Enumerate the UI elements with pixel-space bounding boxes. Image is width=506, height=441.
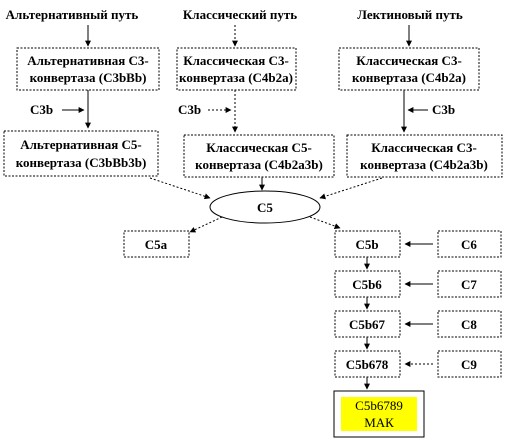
svg-text:конвертаза (С4b2a): конвертаза (С4b2a) [352, 70, 466, 85]
node-c5b678: С5b678 [334, 350, 401, 378]
svg-text:конвертаза (С3bBb): конвертаза (С3bBb) [30, 70, 147, 85]
svg-text:С9: С9 [461, 357, 477, 372]
svg-text:С5b678: С5b678 [346, 357, 389, 372]
node-c5: С5 [209, 190, 321, 224]
svg-text:Классическая С3-: Классическая С3- [371, 140, 477, 155]
node-lectin-c3-convertase: Классическая С3- конвертаза (С4b2a) [338, 47, 480, 91]
svg-text:конвертаза (С4b2a3b): конвертаза (С4b2a3b) [195, 157, 323, 172]
header-lectin-pathway: Лектиновый путь [357, 7, 463, 22]
label-c3b-lectin: С3b [432, 102, 455, 117]
arrow-alt-c5-to-c5 [149, 177, 211, 200]
svg-text:С5а: С5а [145, 237, 168, 252]
svg-text:С5b6: С5b6 [352, 277, 382, 292]
arrow-lec-c5-to-c5 [319, 177, 383, 200]
svg-text:С7: С7 [461, 277, 477, 292]
arrow-c5-to-c5a [189, 216, 223, 233]
node-c5a: С5а [123, 230, 190, 258]
svg-text:С5b6789: С5b6789 [355, 398, 403, 413]
node-alternative-c3-convertase: Альтернативная С3- конвертаза (С3bBb) [16, 47, 160, 91]
node-mac: С5b6789 МАК [333, 390, 425, 438]
svg-text:Классическая С3-: Классическая С3- [356, 53, 462, 68]
svg-text:Классическая С5-: Классическая С5- [206, 140, 312, 155]
node-c7: С7 [437, 270, 502, 298]
label-c3b-classical: С3b [178, 102, 201, 117]
node-c8: С8 [437, 310, 502, 338]
svg-text:С8: С8 [461, 317, 477, 332]
node-classical-c5-convertase: Классическая С5- конвертаза (С4b2a3b) [183, 134, 335, 178]
svg-text:конвертаза (С4b2a): конвертаза (С4b2a) [179, 70, 293, 85]
svg-text:Альтернативная С3-: Альтернативная С3- [27, 53, 149, 68]
node-lectin-c5-convertase: Классическая С3- конвертаза (С4b2a3b) [346, 134, 503, 178]
svg-text:С6: С6 [461, 237, 477, 252]
arrow-c5-to-c5b [309, 216, 341, 229]
node-c5b67: С5b67 [334, 310, 401, 338]
svg-text:конвертаза (С3bBb3b): конвертаза (С3bBb3b) [16, 155, 147, 170]
svg-text:МАК: МАК [364, 415, 394, 430]
svg-text:Классическая С3-: Классическая С3- [183, 53, 289, 68]
node-alternative-c5-convertase: Альтернативная С5- конвертаза (С3bBb3b) [3, 130, 159, 177]
node-c5b6: С5b6 [334, 270, 401, 298]
svg-text:Альтернативная С5-: Альтернативная С5- [20, 137, 142, 152]
header-classical-pathway: Классический путь [183, 7, 297, 22]
node-c9: С9 [437, 350, 502, 378]
svg-text:С5b: С5b [355, 237, 378, 252]
mac-highlight [341, 397, 417, 431]
node-c5b: С5b [334, 230, 401, 258]
label-c3b-alternative: С3b [30, 102, 53, 117]
header-alternative-pathway: Альтернативный путь [6, 7, 139, 22]
svg-text:С5: С5 [257, 200, 273, 215]
svg-text:С5b67: С5b67 [349, 317, 386, 332]
node-c6: С6 [437, 230, 502, 258]
node-classical-c3-convertase: Классическая С3- конвертаза (С4b2a) [176, 47, 297, 91]
svg-text:конвертаза (С4b2a3b): конвертаза (С4b2a3b) [360, 157, 488, 172]
